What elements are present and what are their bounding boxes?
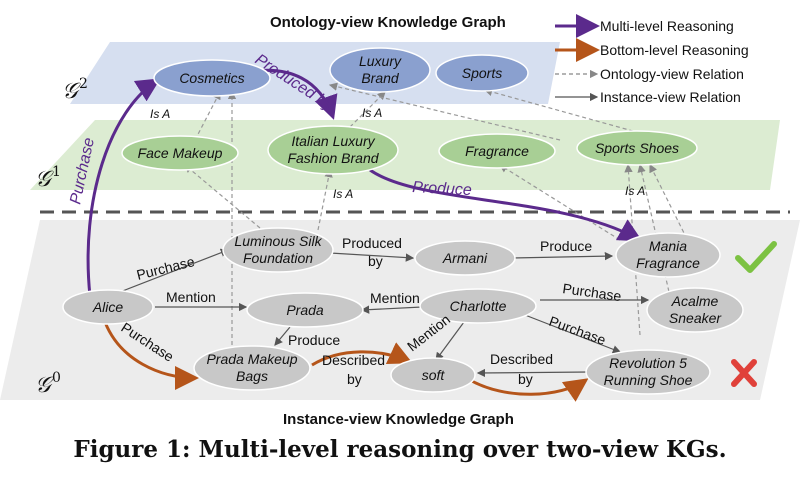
node-alice: Alice bbox=[62, 289, 154, 325]
svg-text:Italian Luxury: Italian Luxury bbox=[291, 133, 375, 149]
svg-text:2: 2 bbox=[79, 76, 88, 92]
node-mania-fragrance: Mania Fragrance bbox=[615, 232, 721, 278]
svg-text:𝒢: 𝒢 bbox=[62, 79, 81, 104]
ontology-title: Ontology-view Knowledge Graph bbox=[270, 14, 506, 31]
edge-label-is-a-4: Is A bbox=[625, 184, 645, 198]
svg-text:Prada: Prada bbox=[286, 302, 324, 318]
svg-text:Prada Makeup: Prada Makeup bbox=[206, 351, 297, 367]
node-fragrance: Fragrance bbox=[438, 133, 556, 169]
edge-label-produced-2: by bbox=[368, 253, 383, 269]
svg-text:Fashion Brand: Fashion Brand bbox=[287, 150, 379, 166]
svg-text:Alice: Alice bbox=[92, 299, 124, 315]
node-luminous-silk: Luminous Silk Foundation bbox=[222, 227, 334, 273]
edge-label-described-2b: by bbox=[518, 371, 533, 387]
bottom-level-path bbox=[103, 321, 589, 402]
edge-label-mention-prada: Mention bbox=[166, 289, 216, 305]
node-sports: Sports bbox=[435, 54, 529, 92]
svg-text:Foundation: Foundation bbox=[243, 250, 313, 266]
node-face-makeup: Face Makeup bbox=[121, 135, 239, 171]
svg-text:Bags: Bags bbox=[236, 368, 268, 384]
svg-text:Sports: Sports bbox=[462, 65, 502, 81]
svg-text:1: 1 bbox=[52, 164, 61, 180]
node-soft: soft bbox=[390, 357, 476, 393]
svg-text:Brand: Brand bbox=[361, 70, 400, 86]
svg-text:Acalme: Acalme bbox=[671, 293, 719, 309]
svg-text:soft: soft bbox=[422, 367, 446, 383]
edge-label-is-a-2: Is A bbox=[362, 106, 382, 120]
svg-text:Mania: Mania bbox=[649, 238, 687, 254]
node-sports-shoes: Sports Shoes bbox=[576, 130, 698, 166]
svg-text:Sports Shoes: Sports Shoes bbox=[595, 140, 679, 156]
check-icon bbox=[735, 241, 777, 273]
figure-caption: Figure 1: Multi-level reasoning over two… bbox=[73, 436, 727, 463]
level-g1-label: 𝒢 1 bbox=[35, 164, 61, 192]
edge-label-produce-italian: Produce bbox=[412, 179, 473, 199]
layer-g0-plane bbox=[0, 220, 800, 400]
instance-title: Instance-view Knowledge Graph bbox=[283, 411, 514, 428]
edge-label-produce-bags: Produce bbox=[288, 332, 340, 348]
edge-label-is-a-3: Is A bbox=[333, 187, 353, 201]
svg-text:Luminous Silk: Luminous Silk bbox=[234, 233, 322, 249]
edge-label-described-1b: by bbox=[347, 371, 362, 387]
svg-text:𝒢: 𝒢 bbox=[35, 373, 54, 398]
svg-text:Luxury: Luxury bbox=[359, 53, 402, 69]
svg-text:Sneaker: Sneaker bbox=[669, 310, 722, 326]
node-prada: Prada bbox=[246, 292, 364, 328]
legend-bottom: Bottom-level Reasoning bbox=[600, 42, 749, 58]
edge-label-produce-mania: Produce bbox=[540, 238, 592, 254]
svg-text:Cosmetics: Cosmetics bbox=[179, 70, 244, 86]
node-prada-makeup-bags: Prada Makeup Bags bbox=[193, 345, 311, 391]
svg-text:Running Shoe: Running Shoe bbox=[604, 372, 693, 388]
edge-label-described-1a: Described bbox=[322, 352, 385, 368]
level-g0-label: 𝒢 0 bbox=[35, 370, 61, 398]
edge-label-produced-1: Produced bbox=[342, 235, 402, 251]
node-luxury-brand: Luxury Brand bbox=[329, 47, 431, 93]
svg-text:𝒢: 𝒢 bbox=[35, 167, 54, 192]
node-armani: Armani bbox=[414, 240, 516, 276]
svg-text:Fragrance: Fragrance bbox=[465, 143, 529, 159]
instance-relations bbox=[119, 248, 650, 378]
node-acalme-sneaker: Acalme Sneaker bbox=[646, 287, 744, 333]
level-g2-label: 𝒢 2 bbox=[62, 76, 88, 104]
edge-label-is-a-1: Is A bbox=[150, 107, 170, 121]
svg-text:Revolution 5: Revolution 5 bbox=[609, 355, 687, 371]
edge-label-described-2a: Described bbox=[490, 351, 553, 367]
node-charlotte: Charlotte bbox=[419, 288, 537, 324]
legend: Multi-level Reasoning Bottom-level Reaso… bbox=[555, 14, 749, 105]
edge-label-mention-charlotte: Mention bbox=[370, 290, 420, 306]
node-cosmetics: Cosmetics bbox=[153, 59, 271, 97]
svg-text:Fragrance: Fragrance bbox=[636, 255, 700, 271]
svg-text:0: 0 bbox=[52, 370, 61, 386]
legend-instance-rel: Instance-view Relation bbox=[600, 89, 741, 105]
svg-text:Charlotte: Charlotte bbox=[450, 298, 507, 314]
svg-text:Face Makeup: Face Makeup bbox=[138, 145, 223, 161]
node-revolution-5: Revolution 5 Running Shoe bbox=[585, 349, 711, 395]
cross-icon bbox=[731, 359, 757, 387]
svg-text:Armani: Armani bbox=[442, 250, 488, 266]
node-italian-luxury: Italian Luxury Fashion Brand bbox=[267, 125, 399, 175]
legend-multi: Multi-level Reasoning bbox=[600, 18, 734, 34]
legend-ontology-rel: Ontology-view Relation bbox=[600, 66, 744, 82]
